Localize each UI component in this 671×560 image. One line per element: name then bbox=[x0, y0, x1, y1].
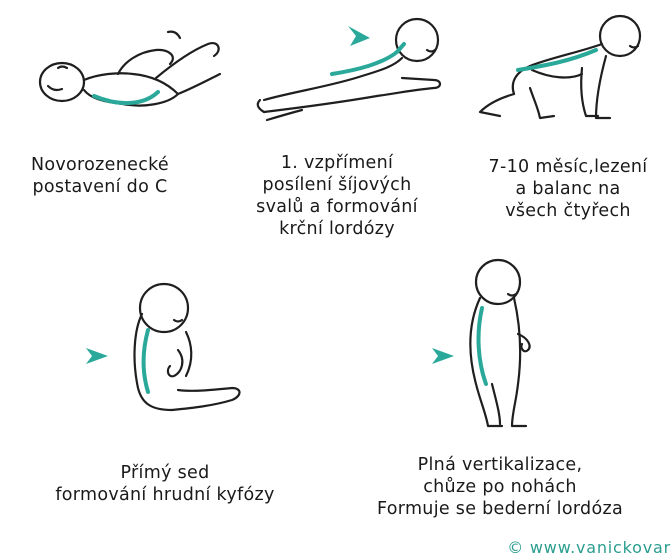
prone-head-lift-illustration bbox=[252, 8, 452, 133]
caption-line: posílení šíjových bbox=[222, 174, 452, 196]
caption-line: 7-10 měsíc,lezení bbox=[468, 156, 668, 178]
newborn-c-posture-illustration bbox=[28, 22, 228, 127]
caption-line: Plná vertikalizace, bbox=[340, 454, 660, 476]
caption-line: svalů a formování bbox=[222, 196, 452, 218]
caption-line: všech čtyřech bbox=[468, 200, 668, 222]
caption-crawling: 7-10 měsíc,lezení a balanc na všech čtyř… bbox=[468, 156, 668, 222]
caption-line: chůze po nohách bbox=[340, 476, 660, 498]
standing-illustration bbox=[428, 254, 578, 434]
caption-line: postavení do C bbox=[0, 176, 200, 198]
caption-line: a balanc na bbox=[468, 178, 668, 200]
caption-sitting: Přímý sed formování hrudní kyfózy bbox=[20, 462, 310, 506]
caption-prone: 1. vzpřímení posílení šíjových svalů a f… bbox=[222, 152, 452, 240]
caption-line: Přímý sed bbox=[20, 462, 310, 484]
caption-line: 1. vzpřímení bbox=[222, 152, 452, 174]
caption-line: formování hrudní kyfózy bbox=[20, 484, 310, 506]
caption-line: Novorozenecké bbox=[0, 154, 200, 176]
caption-line: Formuje se bederní lordóza bbox=[340, 498, 660, 520]
watermark: © www.vanickovar bbox=[507, 538, 671, 557]
caption-newborn: Novorozenecké postavení do C bbox=[0, 154, 200, 198]
sitting-illustration bbox=[82, 280, 262, 420]
crawling-illustration bbox=[470, 8, 670, 128]
caption-line: krční lordózy bbox=[222, 218, 452, 240]
caption-standing: Plná vertikalizace, chůze po nohách Form… bbox=[340, 454, 660, 520]
